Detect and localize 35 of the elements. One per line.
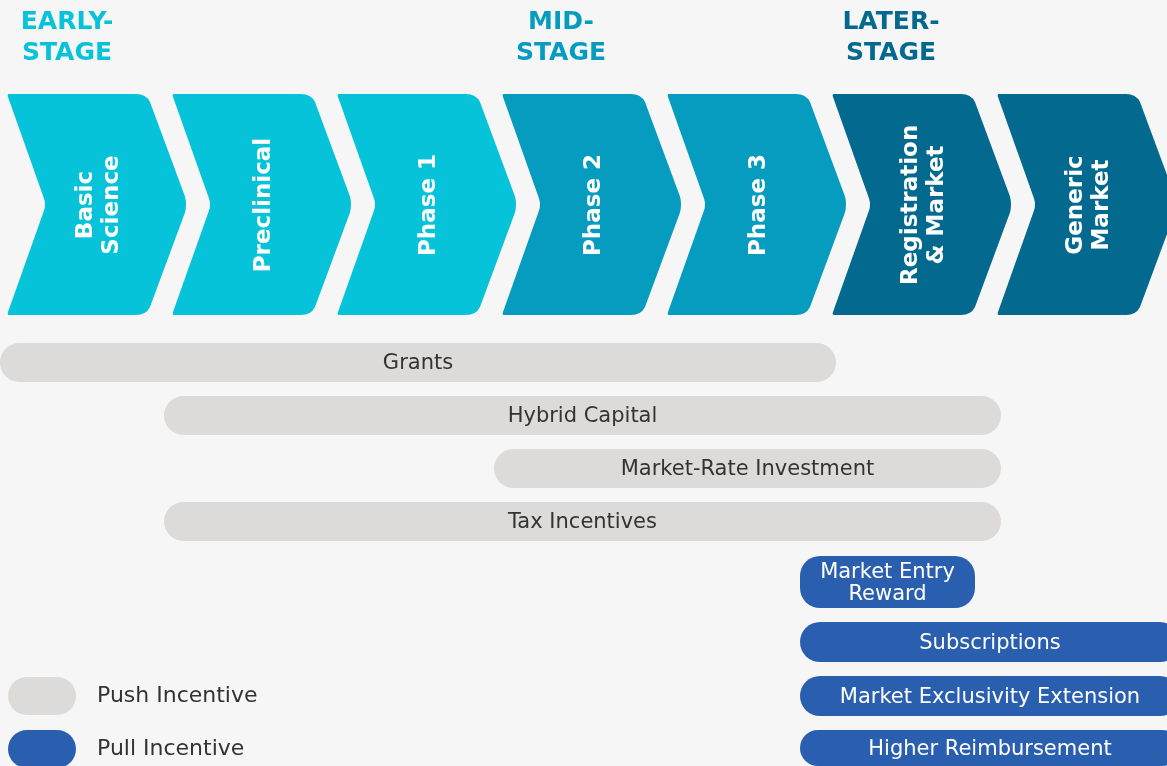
bar-label: Grants [382, 351, 454, 374]
chevron-step [502, 94, 681, 315]
bar-label: Market Exclusivity Extension [839, 684, 1141, 707]
chevron-step [172, 94, 351, 315]
push-incentive-bar [164, 396, 1001, 435]
stage-heading: MID- STAGE [514, 6, 608, 67]
bar-label: Subscriptions [919, 630, 1061, 653]
push-incentive-bar [164, 502, 1001, 541]
stage-heading: LATER- STAGE [841, 6, 941, 67]
step-label: Basic Science [70, 153, 124, 257]
bar-label: Tax Incentives [508, 510, 657, 533]
chevron-step [832, 94, 1011, 315]
step-label: Generic Market [1060, 153, 1114, 257]
chevron-step [667, 94, 846, 315]
chevron-step [337, 94, 516, 315]
step-label: Preclinical [248, 136, 276, 274]
step-label: Phase 1 [413, 152, 441, 258]
push-incentive-bar [494, 449, 1001, 488]
chevron-step [997, 94, 1167, 315]
bar-label: Market Entry Reward [819, 559, 956, 605]
step-label: Registration & Market [895, 124, 949, 285]
pull-incentive-bar [800, 556, 975, 608]
bar-label: Higher Reimbursement [868, 736, 1112, 759]
stage-heading: EARLY- STAGE [19, 6, 115, 67]
step-label: Phase 3 [743, 152, 771, 258]
pull-incentive-bar [800, 730, 1167, 766]
step-label: Phase 2 [578, 152, 606, 258]
push-incentive-bar [0, 343, 836, 382]
bar-label: Hybrid Capital [507, 404, 658, 427]
chevron-step [7, 94, 186, 315]
bar-label: Market-Rate Investment [620, 457, 875, 480]
pull-incentive-bar [800, 676, 1167, 716]
pull-incentive-bar [800, 622, 1167, 662]
legend-label: Push Incentive [97, 682, 258, 707]
legend-label: Pull Incentive [97, 735, 245, 760]
